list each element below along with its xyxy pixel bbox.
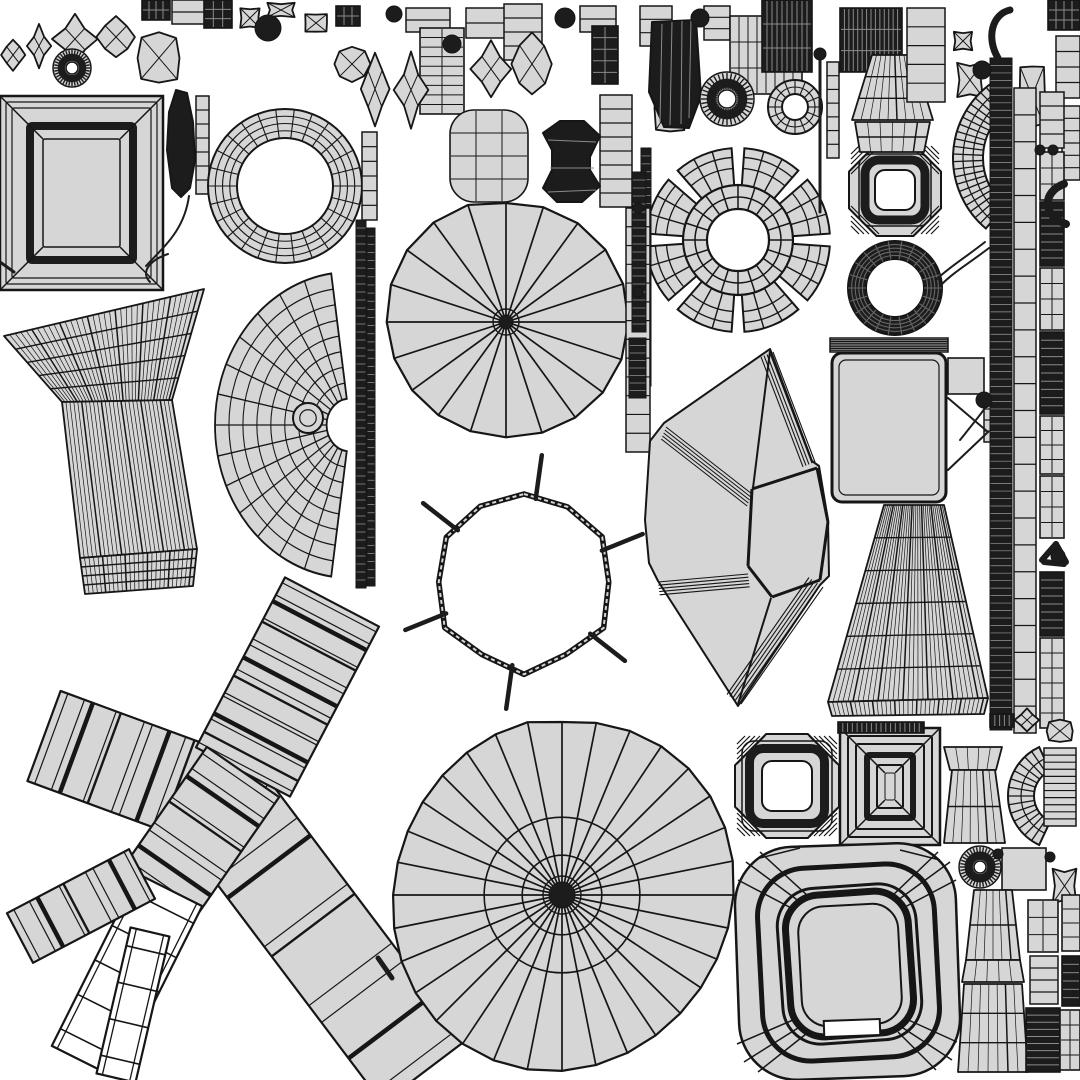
mushroom-foot: [79, 548, 198, 595]
spoked-ring: [403, 452, 645, 712]
scrap-ladder-8: [1055, 35, 1080, 99]
pedestal-strip-2: [957, 983, 1029, 1073]
scrap-blob-1: [0, 38, 27, 72]
brb-3: [1025, 1007, 1061, 1073]
knurl-strip-long: [989, 57, 1013, 731]
trumpet-bell: [827, 504, 989, 703]
rb-8: [1039, 571, 1065, 637]
mushroom-flare: [3, 288, 205, 403]
brb-6: [1059, 1009, 1080, 1071]
scrap-blob-12: [469, 39, 513, 99]
scrap-blob-8: [304, 13, 328, 33]
rounded-frame-top: [848, 143, 942, 237]
mini-ladder-pod: [195, 95, 210, 195]
dark-strip-1: [355, 219, 367, 589]
crescent-eye: [292, 402, 324, 434]
small-square-right: [947, 357, 985, 395]
dark-strip-2: [366, 227, 376, 587]
knurl-barrel-1: [761, 0, 813, 73]
scrap-grid-2: [203, 0, 233, 29]
fan-disc-top: [385, 201, 630, 439]
dark-bits-row: [989, 713, 1015, 728]
scrap-blob-15: [952, 30, 974, 52]
scrap-grid-4: [591, 25, 619, 85]
square-br: [1001, 847, 1047, 891]
strap-short-arm: [5, 848, 157, 964]
pedestal-bot-body: [943, 769, 1006, 844]
scrap-blob-10: [359, 51, 391, 128]
dark-pod: [166, 89, 196, 198]
strap-top-arm: [194, 576, 381, 798]
scrap-pinwheel: [52, 48, 92, 88]
rb-7: [1039, 475, 1065, 539]
wedge-fan: [644, 348, 830, 707]
pedestal-top-2: [854, 121, 931, 153]
bowl: [733, 841, 962, 1080]
pedestal-strip-1: [965, 889, 1021, 961]
frame-square-left: [0, 94, 165, 292]
scrap-ladder-3: [465, 7, 507, 39]
scrap-grid-5: [1047, 0, 1080, 31]
scrap-ladder-1: [171, 0, 207, 25]
column-square: [906, 7, 946, 103]
knob-strip: [631, 171, 647, 333]
mini-ladder-2: [361, 131, 378, 221]
scrap-grid-1: [141, 0, 171, 21]
fan-disc-bottom: [391, 720, 735, 1072]
rb-4: [1039, 267, 1065, 331]
dark-strip-4: [628, 337, 647, 399]
rb-9: [1039, 637, 1065, 729]
dark-vase: [542, 120, 601, 203]
scrap-ladder-2: [405, 7, 451, 33]
knob-dots: [254, 5, 1066, 863]
scrap-ladder-9: [1061, 105, 1080, 181]
torus-ring: [206, 108, 364, 264]
sunburst-bottom: [958, 845, 1002, 889]
brb-4: [1061, 894, 1080, 952]
frame-square-bottom: [838, 726, 942, 847]
pedestal-top-1: [851, 54, 934, 121]
mini-ladder-top: [826, 61, 840, 159]
sunburst-top: [699, 71, 755, 127]
dark-curtain: [648, 19, 702, 129]
scrap-blob-4: [95, 15, 136, 59]
brb-1: [1027, 899, 1059, 953]
scrap-blob-7: [266, 1, 296, 19]
panel-ladder-row: [829, 337, 949, 353]
crescent-shell: [214, 272, 348, 578]
mushroom-body: [61, 399, 198, 559]
scrap-blob-2: [25, 23, 53, 70]
panel-right: [830, 351, 948, 504]
strap-white-ladder: [95, 926, 171, 1080]
rb-1: [1039, 91, 1065, 149]
pedestal-bot-cap: [943, 746, 1003, 771]
scrap-grid-3: [335, 5, 361, 27]
scrap-blob-13: [510, 31, 553, 96]
small-cap-blob: [1013, 707, 1041, 733]
ladder-column-right: [1013, 87, 1037, 734]
small-ring-top: [766, 79, 824, 135]
dark-row: [837, 721, 925, 734]
rb-5: [1039, 331, 1065, 415]
column-ladder-mid: [599, 94, 633, 208]
scrap-blob-11: [392, 50, 430, 130]
octo-cap: [1045, 718, 1074, 743]
grid-blob: [449, 109, 529, 203]
scrap-ladder-7: [703, 5, 731, 41]
rounded-frame-bottom: [734, 733, 840, 839]
brb-2: [1029, 955, 1059, 1005]
dark-ring: [846, 240, 944, 336]
petal-flower: [645, 147, 831, 333]
rb-6: [1039, 415, 1065, 475]
scrap-blob-9: [333, 45, 372, 83]
brb-5: [1061, 955, 1080, 1007]
pedestal-strip-waist: [961, 959, 1025, 983]
scrap-blob-5: [136, 31, 181, 84]
ribbed-column-br: [1043, 747, 1077, 827]
trumpet-lip: [827, 697, 989, 717]
